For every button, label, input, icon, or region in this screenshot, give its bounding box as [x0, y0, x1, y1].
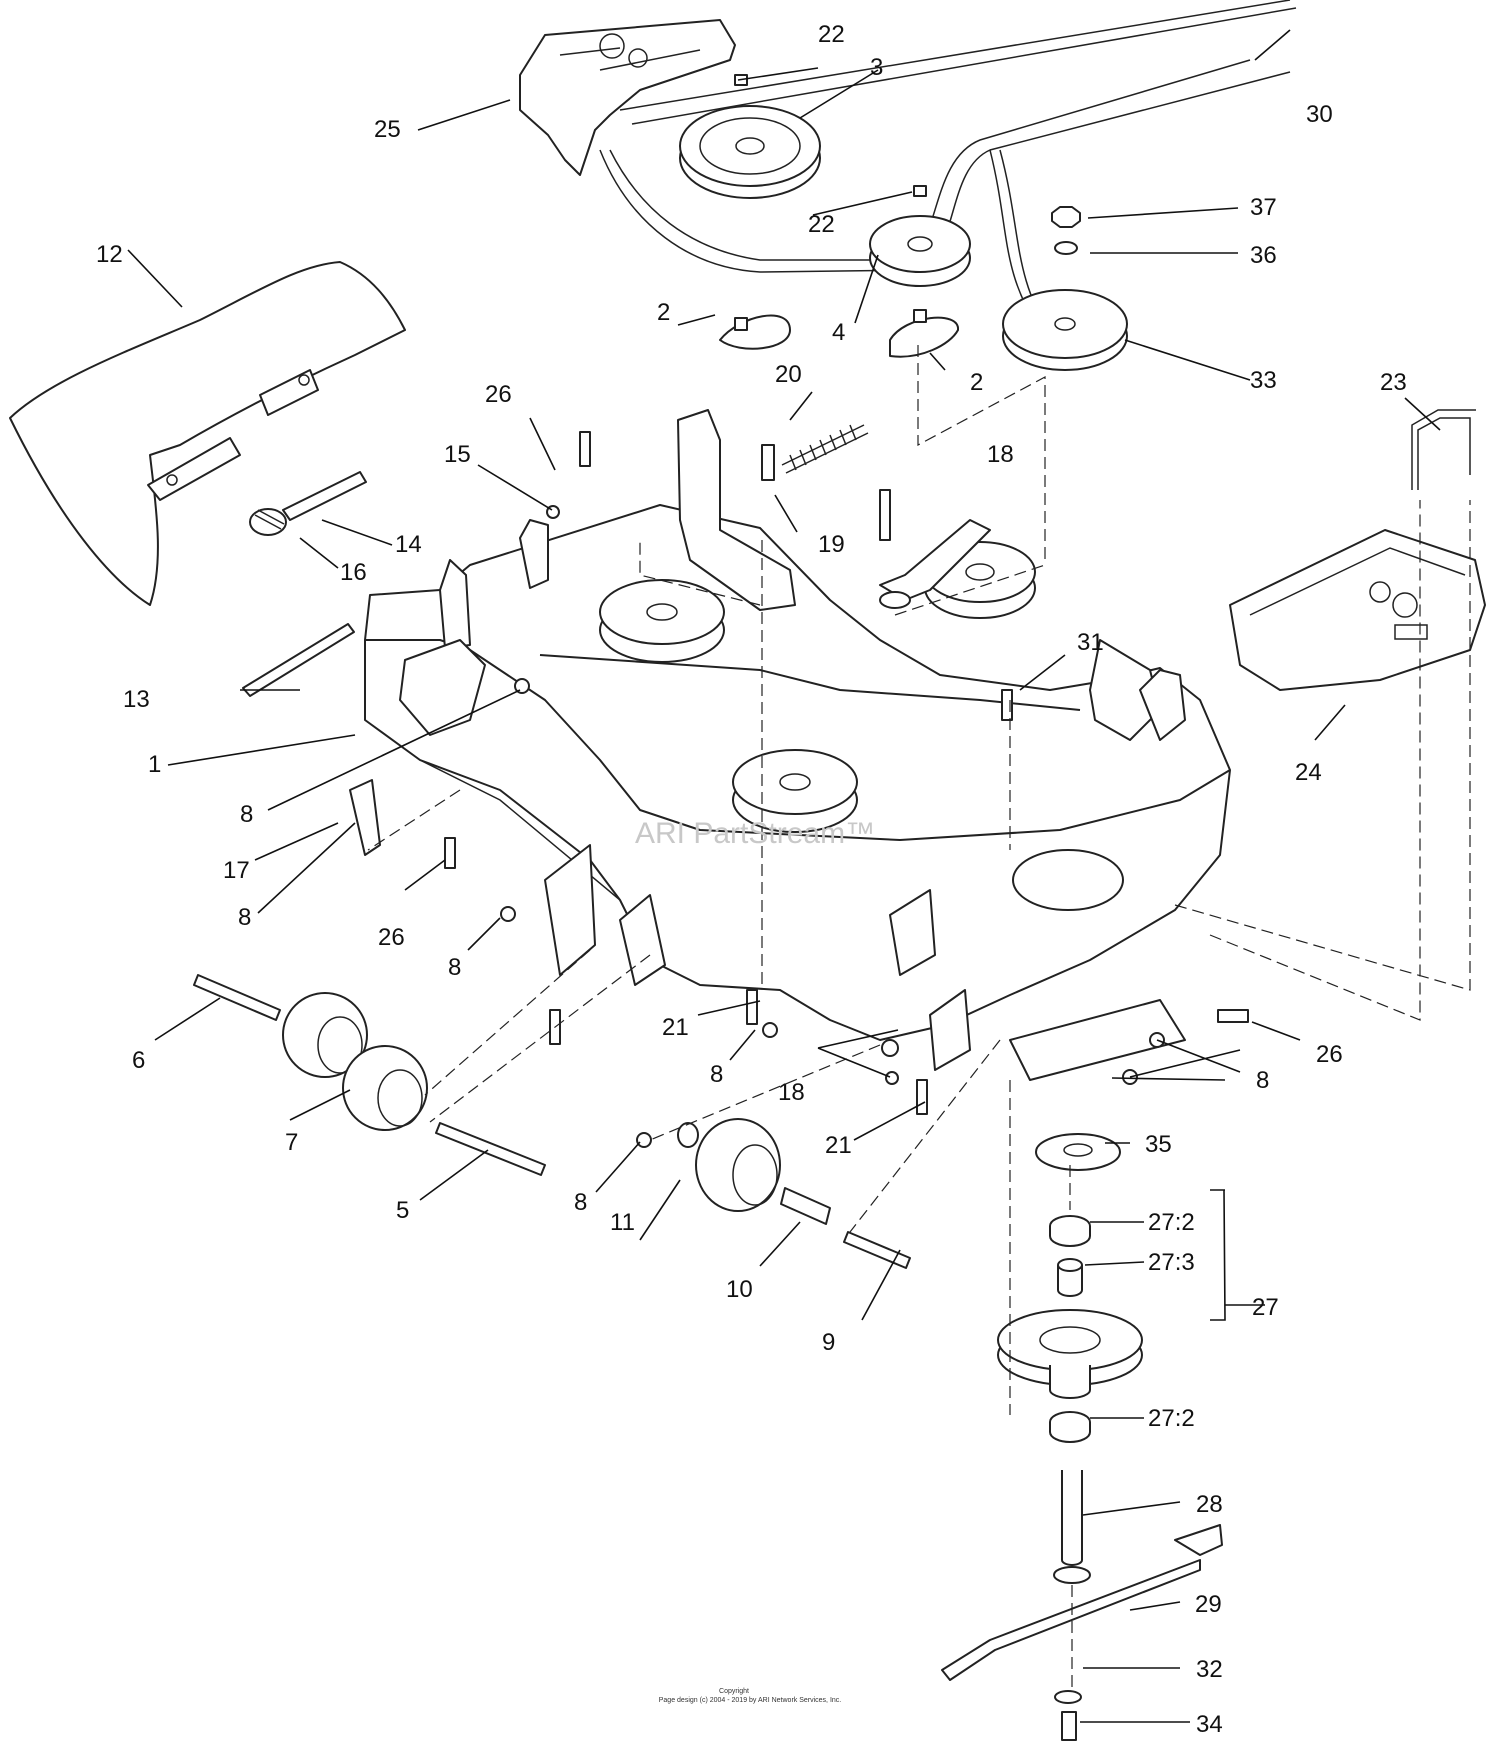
bearing-upper	[1049, 1215, 1091, 1247]
deck-brackets	[399, 409, 1186, 1081]
callout-8a: 8	[240, 801, 253, 828]
callout-8d: 8	[710, 1061, 723, 1088]
callout-1: 1	[148, 751, 161, 778]
callout-31: 31	[1077, 629, 1104, 656]
callout-19: 19	[818, 531, 845, 558]
callout-2a: 2	[657, 299, 670, 326]
callout-14: 14	[395, 531, 422, 558]
callout-26b: 26	[378, 924, 405, 951]
callout-2b: 2	[970, 369, 983, 396]
caster-axle-5	[435, 1122, 546, 1176]
callout-10: 10	[726, 1276, 753, 1303]
pulley-cover-left	[519, 19, 736, 176]
idler-pulley-4	[869, 215, 971, 287]
discharge-deflector	[9, 261, 406, 606]
callout-8e: 8	[574, 1189, 587, 1216]
bearing-lower	[1049, 1411, 1091, 1443]
callout-27-3: 27:3	[1148, 1249, 1195, 1276]
callout-35: 35	[1145, 1131, 1172, 1158]
callout-23: 23	[1380, 369, 1407, 396]
deflector-rod-and-spring	[249, 471, 367, 536]
callout-27: 27	[1252, 1294, 1279, 1321]
idler-pulley-3	[679, 105, 821, 199]
callout-21b: 21	[825, 1132, 852, 1159]
callout-8b: 8	[238, 904, 251, 931]
footer-copyright: Copyright	[719, 1688, 749, 1695]
callout-25: 25	[374, 116, 401, 143]
callout-18b: 18	[778, 1079, 805, 1106]
callout-27-2a: 27:2	[1148, 1209, 1195, 1236]
callout-28: 28	[1196, 1491, 1223, 1518]
callout-12: 12	[96, 241, 123, 268]
mower-blade-29	[941, 1524, 1223, 1681]
callout-7: 7	[285, 1129, 298, 1156]
blade-washer-32	[1054, 1690, 1082, 1704]
spindle-housing	[997, 1309, 1143, 1399]
callout-15: 15	[444, 441, 471, 468]
deck-hanger-17	[349, 779, 381, 856]
callout-33: 33	[1250, 367, 1277, 394]
callout-20: 20	[775, 361, 802, 388]
callout-9: 9	[822, 1329, 835, 1356]
callout-8c: 8	[448, 954, 461, 981]
callout-32: 32	[1196, 1656, 1223, 1683]
watermark: ARI PartStream™	[635, 817, 875, 850]
callout-22b: 22	[808, 211, 835, 238]
idler-arm-18	[879, 489, 991, 609]
caster-spacer-10	[780, 1187, 831, 1225]
callout-6: 6	[132, 1047, 145, 1074]
spindle-pulleys-deck	[599, 541, 1124, 911]
callout-13: 13	[123, 686, 150, 713]
blade-bolt-34	[1061, 1711, 1077, 1741]
callout-27-2b: 27:2	[1148, 1405, 1195, 1432]
callout-11: 11	[610, 1209, 635, 1236]
callout-22a: 22	[818, 21, 845, 48]
caster-axle-6	[193, 974, 281, 1021]
callout-3: 3	[870, 54, 883, 81]
callout-26a: 26	[485, 381, 512, 408]
callout-37: 37	[1250, 194, 1277, 221]
spindle-shaft-28	[1053, 1470, 1091, 1584]
nut-and-washer	[1051, 206, 1081, 255]
callout-labels: 1 2 2 3 4 5 6 7 8 8 8 8 8 8 9 10 11 12 1…	[96, 21, 1407, 1738]
assembly-lines	[367, 345, 1471, 1690]
idler-pulley-33	[1002, 289, 1128, 371]
front-caster-wheel-left	[282, 992, 428, 1131]
callout-17: 17	[223, 857, 250, 884]
callout-21a: 21	[662, 1014, 689, 1041]
caster-bolt-9	[843, 1231, 911, 1269]
callout-4: 4	[832, 319, 845, 346]
spindle-washer-35	[1035, 1133, 1121, 1171]
callout-34: 34	[1196, 1711, 1223, 1738]
hook-rod-23	[1411, 409, 1476, 490]
callout-8f: 8	[1256, 1067, 1269, 1094]
callout-29: 29	[1195, 1591, 1222, 1618]
leader-lines	[127, 29, 1441, 1723]
callout-26c: 26	[1316, 1041, 1343, 1068]
callout-36: 36	[1250, 242, 1277, 269]
spacer-27-3	[1057, 1258, 1083, 1297]
tension-spring-20	[761, 424, 869, 481]
pulley-cover-right	[1229, 529, 1486, 691]
pulley-guards	[719, 74, 960, 358]
footer-page-design: Page design (c) 2004 - 2019 by ARI Netwo…	[659, 1697, 842, 1704]
bolt-13	[242, 623, 355, 697]
callout-16: 16	[340, 559, 367, 586]
callout-5: 5	[396, 1197, 409, 1224]
callout-30: 30	[1306, 101, 1333, 128]
callout-24: 24	[1295, 759, 1322, 786]
rear-caster-wheel	[677, 1118, 781, 1212]
callout-18a: 18	[987, 441, 1014, 468]
